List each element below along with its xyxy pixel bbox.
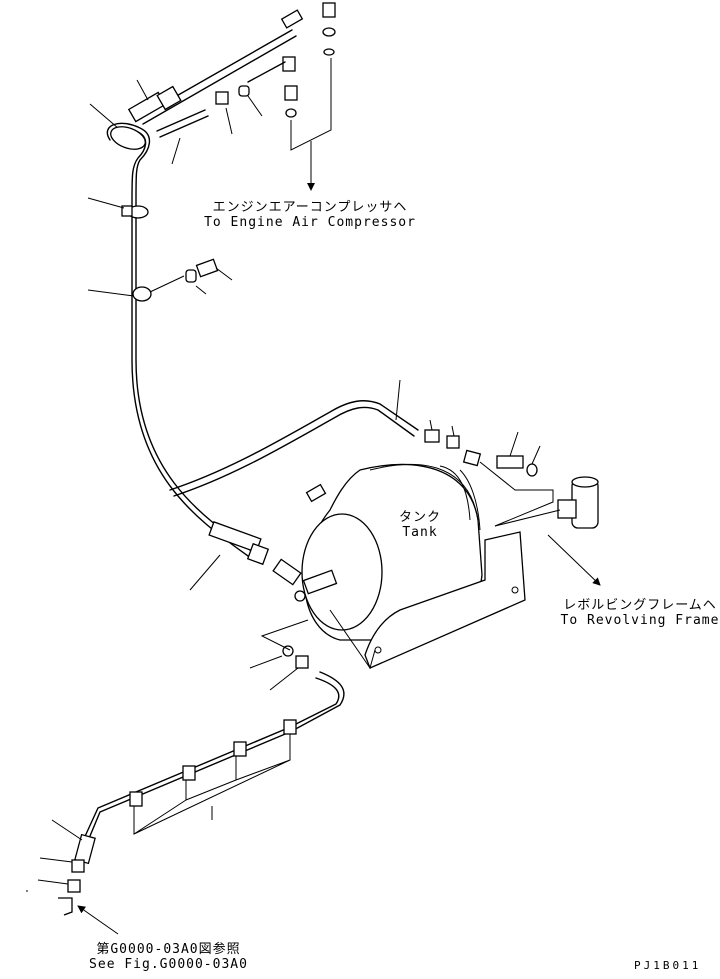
see-figure-label-jp: 第G0000-03A0図参照 bbox=[96, 942, 241, 957]
revolving-frame-label-en: To Revolving Frame bbox=[560, 613, 720, 628]
pipe-bottom bbox=[75, 671, 345, 861]
end-fittings-bottom bbox=[26, 819, 119, 935]
pipe-clamps bbox=[87, 197, 233, 302]
fittings-lower bbox=[249, 619, 309, 691]
tank-bracket bbox=[329, 531, 526, 670]
revolving-frame-label: レボルビングフレームヘ To Revolving Frame bbox=[560, 598, 720, 628]
see-figure-label: 第G0000-03A0図参照 See Fig.G0000-03A0 bbox=[86, 942, 251, 972]
compressor-leader bbox=[89, 58, 332, 191]
tank-label-jp: タンク bbox=[398, 510, 441, 525]
revolving-frame-label-jp: レボルビングフレームヘ bbox=[563, 598, 717, 613]
compressor-label-jp: エンジンエアーコンプレッサヘ bbox=[212, 200, 408, 215]
tank-fittings bbox=[272, 483, 338, 602]
compressor-label-en: To Engine Air Compressor bbox=[204, 215, 416, 230]
pipe-clips-bottom bbox=[129, 719, 297, 835]
connector-column-top bbox=[284, 2, 336, 118]
tank-label: タンク Tank bbox=[395, 510, 445, 540]
compressor-hose bbox=[137, 9, 304, 125]
elbow-fitting-top bbox=[247, 56, 296, 83]
drawing-code: PJ1B011 bbox=[634, 959, 702, 972]
pipe-vertical bbox=[106, 122, 251, 557]
pipe-upper-loop bbox=[169, 379, 419, 497]
see-figure-label-en: See Fig.G0000-03A0 bbox=[89, 957, 248, 972]
hose-fitting-upper bbox=[127, 85, 182, 123]
protector-sleeve bbox=[156, 109, 209, 138]
check-valve bbox=[494, 476, 601, 586]
compressor-label: エンジンエアーコンプレッサヘ To Engine Air Compressor bbox=[200, 200, 420, 230]
nut-and-plug bbox=[215, 85, 250, 105]
hose-lower bbox=[189, 521, 270, 591]
fittings-right-row bbox=[424, 419, 554, 527]
tank-label-en: Tank bbox=[402, 525, 438, 540]
